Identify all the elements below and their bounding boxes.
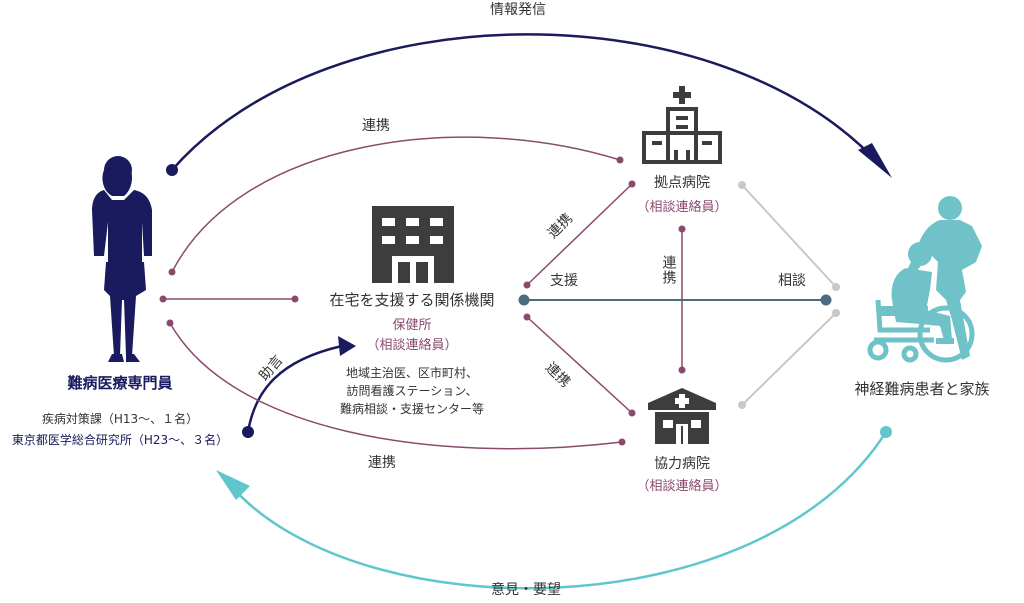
building-icon <box>372 206 454 283</box>
info-arc-start-dot <box>166 164 178 176</box>
link-center-coop <box>526 316 633 414</box>
link-label-support: 支援 <box>550 273 578 289</box>
link-label-renkei-vertical: 連携 <box>660 255 677 285</box>
patient-family-icon <box>891 196 982 360</box>
base-hospital-cross-icon <box>673 86 691 104</box>
center-desc-line1: 地域主治医、区市町村、 <box>345 366 479 380</box>
specialist-institute-line: 東京都医学総合研究所（H23〜、３名） <box>11 433 229 447</box>
link-specialist-base <box>171 136 621 273</box>
info-dissemination-label: 情報発信 <box>490 2 546 18</box>
coop-hospital-icon <box>648 388 716 444</box>
advice-arrow-dot <box>242 426 254 438</box>
patient-family-title: 神経難病患者と家族 <box>854 380 990 398</box>
center-desc-line2: 訪問看護ステーション、 <box>346 384 478 398</box>
advice-arrowhead <box>338 336 356 356</box>
coop-hospital-name: 協力病院 <box>654 456 710 472</box>
info-arc-arrowhead <box>858 143 892 178</box>
base-hospital-name: 拠点病院 <box>654 175 710 191</box>
center-sub-health-center: 保健所 <box>392 318 432 333</box>
wheelchair-icon <box>867 299 975 363</box>
info-arc <box>171 33 881 171</box>
base-hospital-role: （相談連絡員） <box>636 200 728 215</box>
specialist-dept-line: 疾病対策課（H13〜、１名） <box>41 412 199 426</box>
center-title: 在宅を支援する関係機関 <box>329 291 495 309</box>
link-label-renkei-upper: 連携 <box>362 118 390 134</box>
opinion-arc-start-dot <box>880 426 892 438</box>
center-desc-line3: 難病相談・支援センター等 <box>339 402 485 416</box>
specialist-figure-icon <box>92 156 152 362</box>
link-specialist-coop <box>169 322 623 450</box>
opinion-request-label: 意見・要望 <box>491 582 561 598</box>
advice-arrow <box>246 344 343 433</box>
specialist-title: 難病医療専門員 <box>67 374 173 392</box>
link-base-patient <box>741 184 837 288</box>
link-center-base <box>526 183 633 286</box>
link-coop-patient <box>741 312 837 406</box>
base-hospital-icon <box>642 107 722 164</box>
opinion-arc <box>231 431 888 590</box>
link-label-consultation: 相談 <box>778 273 806 289</box>
center-sub-role: （相談連絡員） <box>366 338 458 353</box>
coop-hospital-role: （相談連絡員） <box>636 479 728 494</box>
link-label-renkei-lower: 連携 <box>368 455 396 471</box>
opinion-arc-arrowhead <box>216 470 250 500</box>
wheelchair-seat-icon <box>880 306 928 316</box>
